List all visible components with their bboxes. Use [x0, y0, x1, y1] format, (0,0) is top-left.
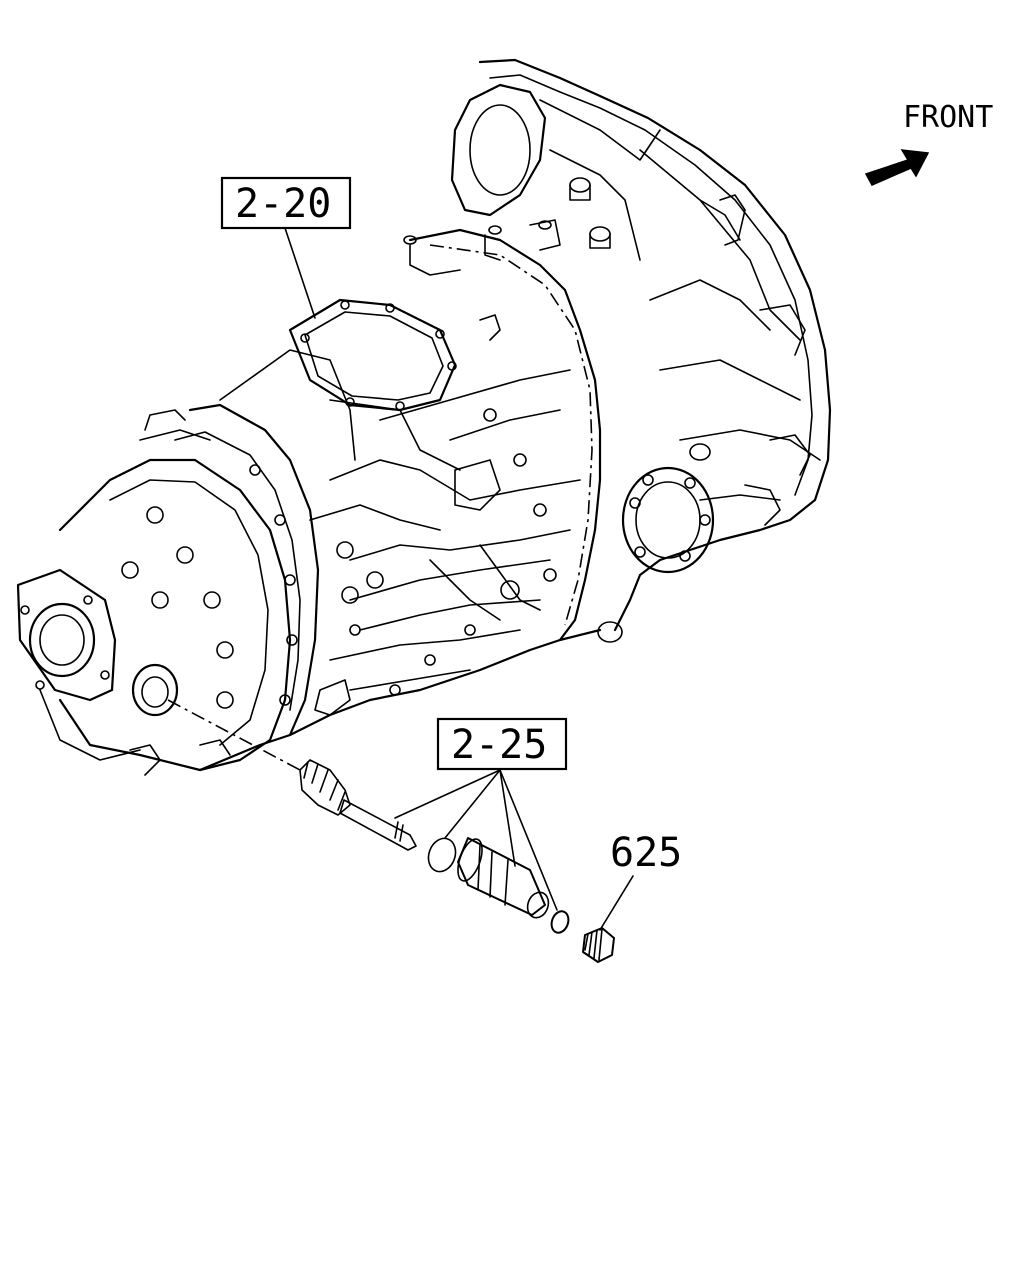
sleeve — [457, 837, 550, 919]
callout-625: 625 — [610, 830, 682, 876]
cap — [582, 927, 615, 963]
seal — [550, 910, 570, 934]
leader-lines — [284, 227, 634, 931]
o-ring — [427, 837, 457, 873]
callout-label-cap: 625 — [610, 830, 682, 876]
front-indicator: FRONT — [864, 100, 993, 186]
drive-gear — [299, 759, 417, 851]
front-label: FRONT — [903, 100, 993, 135]
arrow-right-up-icon — [864, 149, 930, 186]
callout-2-25: 2-25 — [436, 717, 568, 771]
transmission-assembly — [16, 58, 832, 776]
speedometer-drive-parts — [299, 759, 615, 963]
callout-label-transmission: 2-20 — [235, 181, 331, 227]
main-case — [219, 219, 602, 716]
rear-housing — [16, 403, 320, 776]
callout-2-20: 2-20 — [220, 176, 352, 230]
bell-housing — [450, 58, 832, 643]
callout-label-speedometer-drive: 2-25 — [451, 722, 547, 768]
